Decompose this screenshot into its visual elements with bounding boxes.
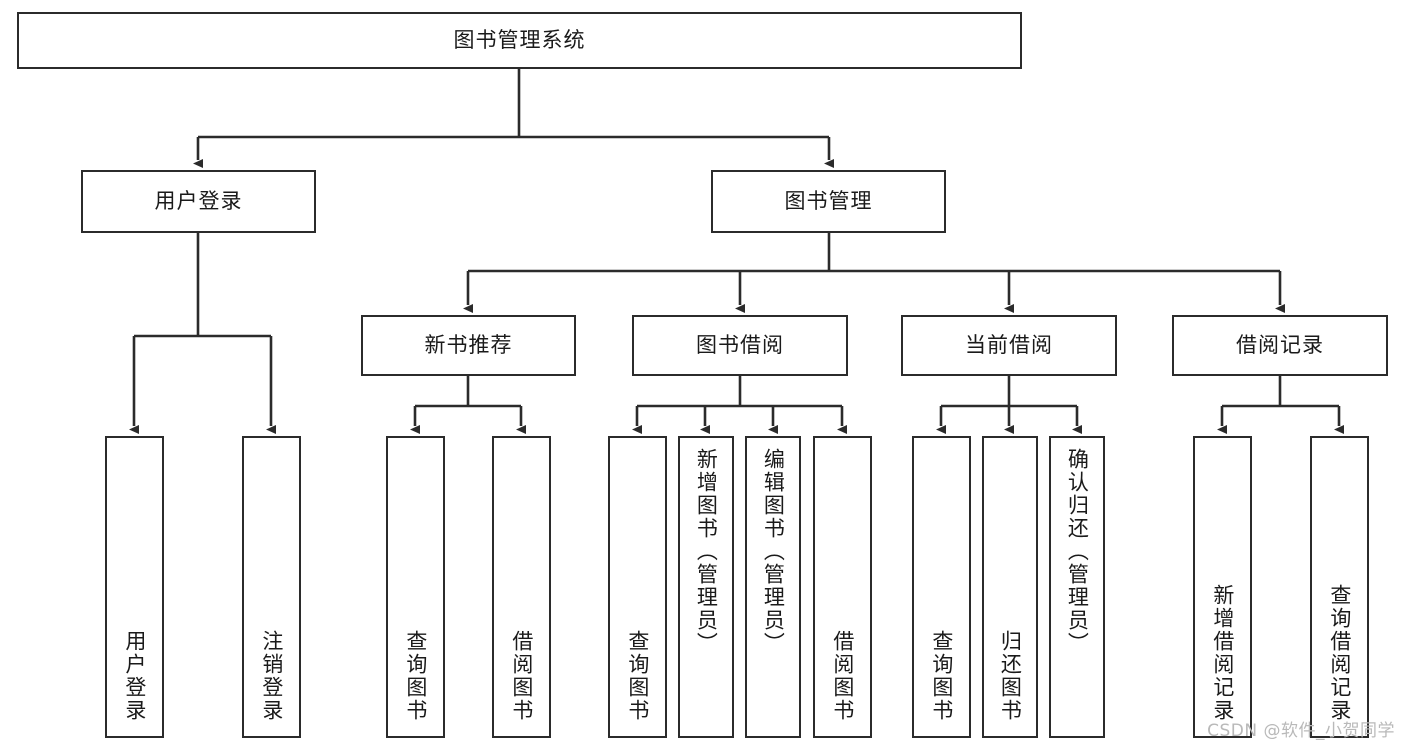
node-book-borrow[interactable]: 图书借阅 — [632, 315, 848, 376]
leaf-label: 注销登录 — [259, 630, 284, 722]
leaf-user-login-login[interactable]: 用户登录 — [105, 436, 164, 738]
leaf-label: 查询图书 — [929, 630, 954, 722]
leaf-label: 确认归还（管理员） — [1065, 448, 1090, 655]
leaf-label: 借阅图书 — [509, 630, 534, 722]
leaf-label: 新增图书（管理员） — [694, 448, 719, 655]
node-new-book-recommend[interactable]: 新书推荐 — [361, 315, 576, 376]
leaf-current-borrow-query[interactable]: 查询图书 — [912, 436, 971, 738]
node-user-login[interactable]: 用户登录 — [81, 170, 316, 233]
node-user-login-label: 用户登录 — [154, 188, 243, 213]
leaf-label: 查询借阅记录 — [1327, 584, 1352, 722]
leaf-new-book-borrow[interactable]: 借阅图书 — [492, 436, 551, 738]
node-borrow-records[interactable]: 借阅记录 — [1172, 315, 1388, 376]
leaf-user-login-logout[interactable]: 注销登录 — [242, 436, 301, 738]
leaf-book-borrow-edit[interactable]: 编辑图书（管理员） — [745, 436, 801, 738]
leaf-book-borrow-query[interactable]: 查询图书 — [608, 436, 667, 738]
leaf-borrow-records-query[interactable]: 查询借阅记录 — [1310, 436, 1369, 738]
watermark: CSDN @软件_小贺同学 — [1207, 721, 1395, 741]
node-current-borrow-label: 当前借阅 — [965, 332, 1053, 357]
node-borrow-records-label: 借阅记录 — [1236, 332, 1324, 357]
node-new-book-recommend-label: 新书推荐 — [424, 332, 513, 357]
leaf-label: 查询图书 — [625, 630, 650, 722]
leaf-current-borrow-confirm[interactable]: 确认归还（管理员） — [1049, 436, 1105, 738]
leaf-book-borrow-borrow[interactable]: 借阅图书 — [813, 436, 872, 738]
leaf-borrow-records-add[interactable]: 新增借阅记录 — [1193, 436, 1252, 738]
node-book-management[interactable]: 图书管理 — [711, 170, 946, 233]
node-root-system[interactable]: 图书管理系统 — [17, 12, 1022, 69]
leaf-book-borrow-add[interactable]: 新增图书（管理员） — [678, 436, 734, 738]
leaf-label: 查询图书 — [403, 630, 428, 722]
node-book-management-label: 图书管理 — [784, 188, 873, 213]
node-current-borrow[interactable]: 当前借阅 — [901, 315, 1117, 376]
leaf-label: 用户登录 — [122, 630, 147, 722]
leaf-label: 借阅图书 — [830, 630, 855, 722]
leaf-label: 归还图书 — [998, 630, 1023, 722]
leaf-current-borrow-return[interactable]: 归还图书 — [982, 436, 1038, 738]
leaf-label: 新增借阅记录 — [1210, 584, 1235, 722]
leaf-new-book-query[interactable]: 查询图书 — [386, 436, 445, 738]
node-book-borrow-label: 图书借阅 — [696, 332, 784, 357]
leaf-label: 编辑图书（管理员） — [761, 448, 786, 655]
node-root-label: 图书管理系统 — [453, 27, 586, 52]
